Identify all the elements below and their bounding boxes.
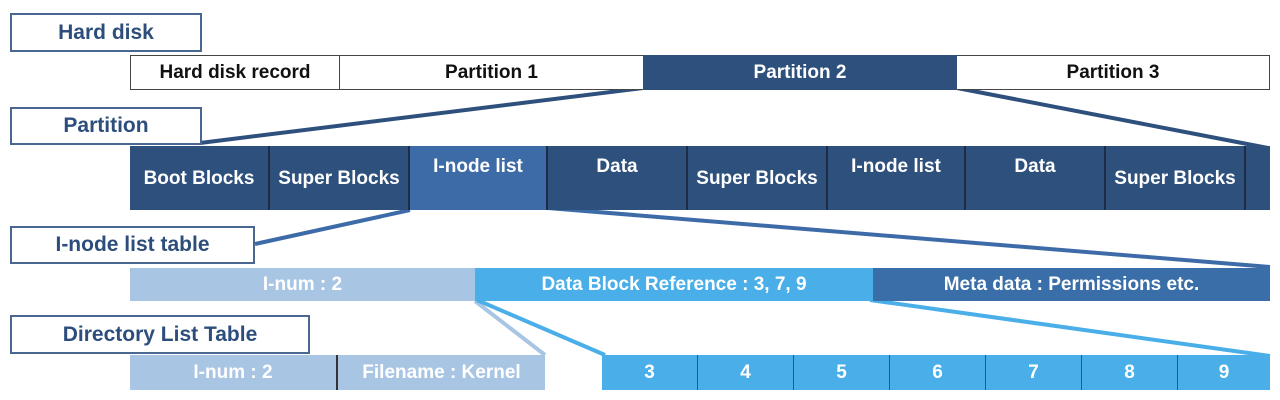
dataref-left-connector — [476, 298, 606, 357]
super-blocks-cell: Super Blocks — [1106, 146, 1246, 210]
data-block-cell: 9 — [1178, 355, 1270, 390]
super-blocks-cell: Super Blocks — [270, 146, 410, 210]
partition-2-cell: Partition 2 — [643, 55, 957, 90]
data-block-cell: 7 — [986, 355, 1082, 390]
data-block-cell: 3 — [602, 355, 698, 390]
directory-inum-cell: I-num : 2 — [130, 355, 338, 390]
super-blocks-cell: Super Blocks — [688, 146, 828, 210]
data-block-cell: 6 — [890, 355, 986, 390]
hard-disk-record-cell: Hard disk record — [130, 55, 340, 90]
dataref-right-connector — [869, 298, 1271, 358]
inode-data-ref-cell: Data Block Reference : 3, 7, 9 — [475, 268, 873, 301]
directory-filename-cell: Filename : Kernel — [338, 355, 545, 390]
partition-row-tail — [1246, 146, 1270, 210]
data-block-cell: 4 — [698, 355, 794, 390]
data-cell: Data — [548, 146, 688, 210]
label-directory-list-table: Directory List Table — [10, 315, 310, 354]
partition2-left-connector — [199, 86, 644, 145]
partition2-right-connector — [956, 86, 1269, 150]
inum-to-directory-connector — [473, 299, 547, 357]
partition-3-cell: Partition 3 — [957, 55, 1270, 90]
label-inode-list-table: I-node list table — [10, 226, 255, 264]
inode-list-cell: I-node list — [828, 146, 966, 210]
data-cell: Data — [966, 146, 1106, 210]
inode-list-left-connector — [254, 208, 411, 246]
inode-list-cell-highlighted: I-node list — [410, 146, 548, 210]
data-block-cell: 8 — [1082, 355, 1178, 390]
inode-meta-cell: Meta data : Permissions etc. — [873, 268, 1270, 301]
boot-blocks-cell: Boot Blocks — [130, 146, 270, 210]
label-partition: Partition — [10, 107, 202, 145]
label-hard-disk: Hard disk — [10, 13, 202, 52]
inode-list-right-connector — [547, 206, 1271, 269]
inode-inum-cell: I-num : 2 — [130, 268, 475, 301]
data-block-cell: 5 — [794, 355, 890, 390]
partition-1-cell: Partition 1 — [340, 55, 643, 90]
